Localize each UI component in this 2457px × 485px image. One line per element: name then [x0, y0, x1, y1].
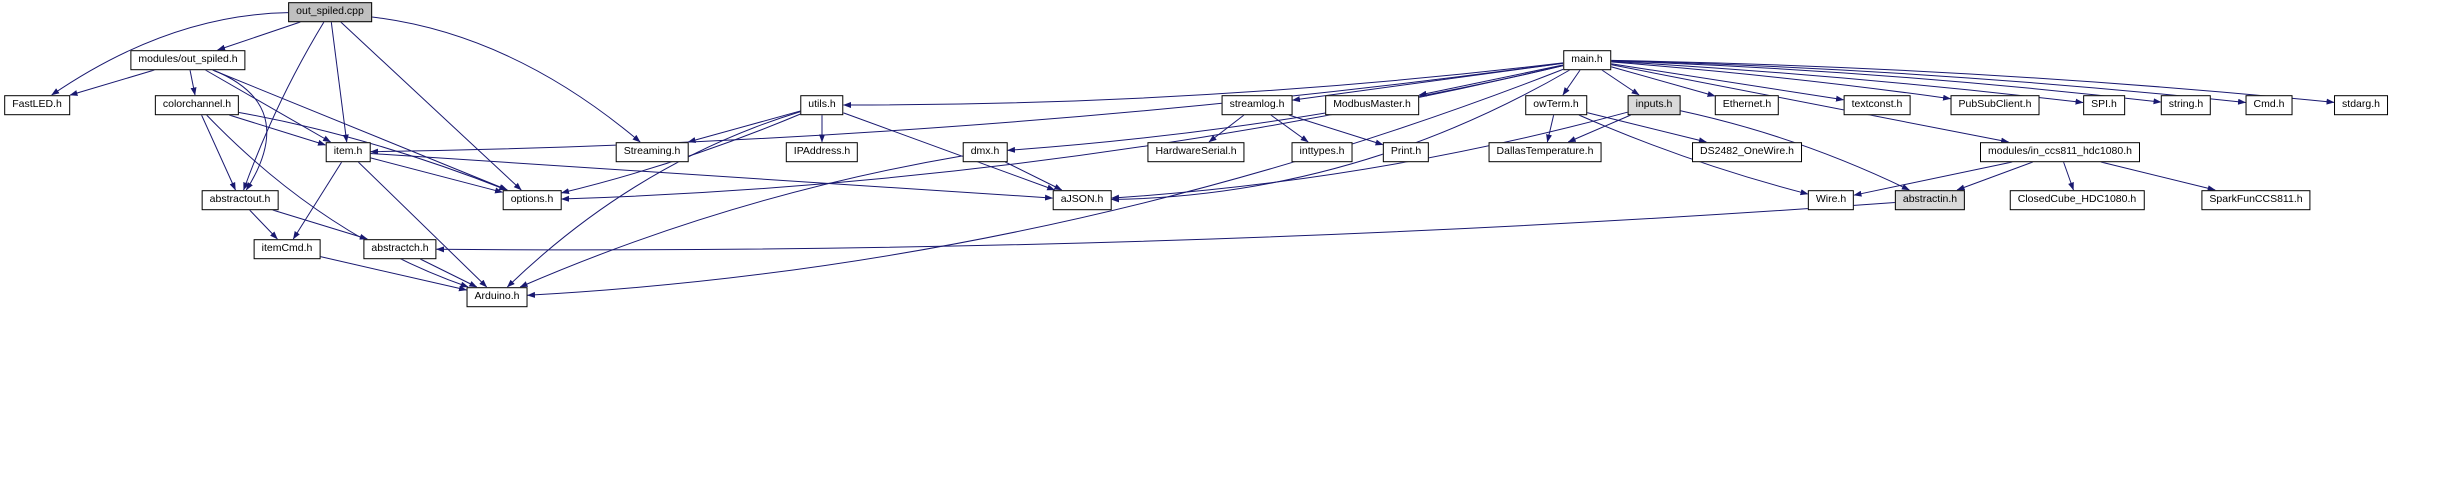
edge-item_h-to-ajson_h	[370, 152, 1053, 201]
edge-out_spiled_cpp-to-fastled_h	[51, 12, 289, 96]
node-pubsubclient_h[interactable]: PubSubClient.h	[1950, 95, 2040, 115]
edge-abstractout_h-to-abstractch_h	[272, 209, 368, 240]
edge-modules_out_spiled_h-to-colorchannel_h	[189, 69, 197, 96]
node-streamlog_h[interactable]: streamlog.h	[1221, 95, 1293, 115]
edge-abstractin_h-to-abstractch_h	[436, 202, 1896, 253]
node-ipaddress_h[interactable]: IPAddress.h	[785, 142, 859, 162]
node-inputs_h[interactable]: inputs.h	[1627, 95, 1681, 115]
edge-modules_out_spiled_h-to-fastled_h	[69, 69, 155, 96]
node-ajson_h[interactable]: aJSON.h	[1052, 190, 1112, 210]
edge-main_h-to-string_h	[1610, 60, 2162, 105]
edge-main_h-to-stdarg_h	[1610, 59, 2335, 105]
edge-abstractch_h-to-arduino_h	[419, 258, 478, 288]
node-spi_h[interactable]: SPI.h	[2083, 95, 2125, 115]
node-arduino_h[interactable]: Arduino.h	[466, 287, 528, 307]
edge-owterm_h-to-dallastemperature_h	[1546, 114, 1555, 143]
edge-main_h-to-modbusmaster_h	[1418, 64, 1564, 97]
edge-abstractout_h-to-itemcmd_h	[249, 209, 278, 240]
edge-utils_h-to-ajson_h	[843, 112, 1056, 191]
node-owterm_h[interactable]: owTerm.h	[1525, 95, 1587, 115]
node-options_h[interactable]: options.h	[502, 190, 562, 210]
edge-item_h-to-itemcmd_h	[292, 161, 343, 240]
node-modbusmaster_h[interactable]: ModbusMaster.h	[1325, 95, 1419, 115]
edge-main_h-to-item_h	[370, 62, 1564, 155]
node-print_h[interactable]: Print.h	[1382, 142, 1430, 162]
edge-utils_h-to-arduino_h	[506, 111, 801, 288]
edge-modules_in_ccs811_hdc1080_h-to-abstractin_h	[1956, 161, 2034, 191]
edge-item_h-to-arduino_h	[357, 161, 488, 288]
edge-out_spiled_cpp-to-abstractout_h	[243, 21, 325, 191]
edge-colorchannel_h-to-options_h	[238, 112, 508, 191]
node-utils_h[interactable]: utils.h	[800, 95, 844, 115]
edge-main_h-to-modules_in_ccs811_hdc1080_h	[1610, 64, 2010, 144]
node-ethernet_h[interactable]: Ethernet.h	[1714, 95, 1780, 115]
edge-modules_in_ccs811_hdc1080_h-to-wire_h	[1853, 161, 2013, 197]
edge-modules_out_spiled_h-to-options_h	[212, 69, 508, 191]
edge-out_spiled_cpp-to-item_h	[330, 21, 349, 143]
edge-streamlog_h-to-inttypes_h	[1270, 114, 1309, 143]
edge-streamlog_h-to-hardwareserial_h	[1208, 114, 1245, 143]
edge-colorchannel_h-to-arduino_h	[206, 114, 469, 288]
edge-main_h-to-options_h	[561, 65, 1564, 202]
node-itemcmd_h[interactable]: itemCmd.h	[253, 239, 321, 259]
edge-out_spiled_cpp-to-streaming_h	[371, 16, 641, 143]
node-modules_in_ccs811_hdc1080_h[interactable]: modules/in_ccs811_hdc1080.h	[1980, 142, 2140, 162]
edge-itemcmd_h-to-arduino_h	[320, 256, 467, 292]
node-textconst_h[interactable]: textconst.h	[1843, 95, 1911, 115]
edge-modules_in_ccs811_hdc1080_h-to-sparkfunccs811_h	[2100, 161, 2216, 192]
edge-owterm_h-to-ds2482_onewire_h	[1586, 112, 1707, 144]
edge-out_spiled_cpp-to-modules_out_spiled_h	[217, 21, 301, 51]
edge-colorchannel_h-to-abstractout_h	[201, 114, 236, 191]
node-out_spiled_cpp[interactable]: out_spiled.cpp	[288, 2, 372, 22]
edge-main_h-to-owterm_h	[1562, 69, 1581, 96]
edge-colorchannel_h-to-item_h	[228, 114, 326, 146]
node-streaming_h[interactable]: Streaming.h	[615, 142, 689, 162]
node-abstractin_h[interactable]: abstractin.h	[1894, 190, 1966, 210]
edge-owterm_h-to-wire_h	[1578, 114, 1809, 196]
edge-streamlog_h-to-print_h	[1288, 114, 1384, 146]
edge-out_spiled_cpp-to-options_h	[340, 21, 522, 191]
edge-main_h-to-textconst_h	[1610, 63, 1844, 102]
edge-main_h-to-utils_h	[843, 62, 1564, 109]
node-abstractout_h[interactable]: abstractout.h	[201, 190, 279, 210]
node-closedcube_hdc1080_h[interactable]: ClosedCube_HDC1080.h	[2009, 190, 2145, 210]
edge-dmx_h-to-arduino_h	[519, 155, 963, 288]
node-main_h[interactable]: main.h	[1563, 50, 1611, 70]
edge-main_h-to-arduino_h	[527, 68, 1564, 298]
node-cmd_h[interactable]: Cmd.h	[2245, 95, 2293, 115]
edge-main_h-to-ajson_h	[1111, 69, 1570, 203]
node-colorchannel_h[interactable]: colorchannel.h	[154, 95, 240, 115]
node-dallastemperature_h[interactable]: DallasTemperature.h	[1488, 142, 1602, 162]
edge-modules_out_spiled_h-to-item_h	[205, 69, 332, 143]
node-dmx_h[interactable]: dmx.h	[962, 142, 1008, 162]
node-wire_h[interactable]: Wire.h	[1807, 190, 1855, 210]
node-hardwareserial_h[interactable]: HardwareSerial.h	[1147, 142, 1245, 162]
node-modules_out_spiled_h[interactable]: modules/out_spiled.h	[130, 50, 246, 70]
node-string_h[interactable]: string.h	[2160, 95, 2212, 115]
edge-utils_h-to-streaming_h	[687, 110, 801, 143]
edge-inputs_h-to-dallastemperature_h	[1567, 114, 1632, 143]
edge-modules_in_ccs811_hdc1080_h-to-closedcube_hdc1080_h	[2063, 161, 2074, 191]
node-item_h[interactable]: item.h	[325, 142, 371, 162]
node-inttypes_h[interactable]: inttypes.h	[1291, 142, 1353, 162]
edge-main_h-to-ethernet_h	[1610, 66, 1716, 97]
node-stdarg_h[interactable]: stdarg.h	[2334, 95, 2388, 115]
node-ds2482_onewire_h[interactable]: DS2482_OneWire.h	[1692, 142, 1802, 162]
edge-item_h-to-options_h	[370, 157, 503, 194]
edge-main_h-to-inputs_h	[1601, 69, 1640, 96]
node-abstractch_h[interactable]: abstractch.h	[363, 239, 437, 259]
node-fastled_h[interactable]: FastLED.h	[4, 95, 70, 115]
edge-dmx_h-to-ajson_h	[1004, 161, 1063, 191]
node-sparkfunccs811_h[interactable]: SparkFunCCS811.h	[2201, 190, 2311, 210]
edge-main_h-to-pubsubclient_h	[1610, 61, 1951, 101]
edge-main_h-to-cmd_h	[1610, 60, 2246, 105]
